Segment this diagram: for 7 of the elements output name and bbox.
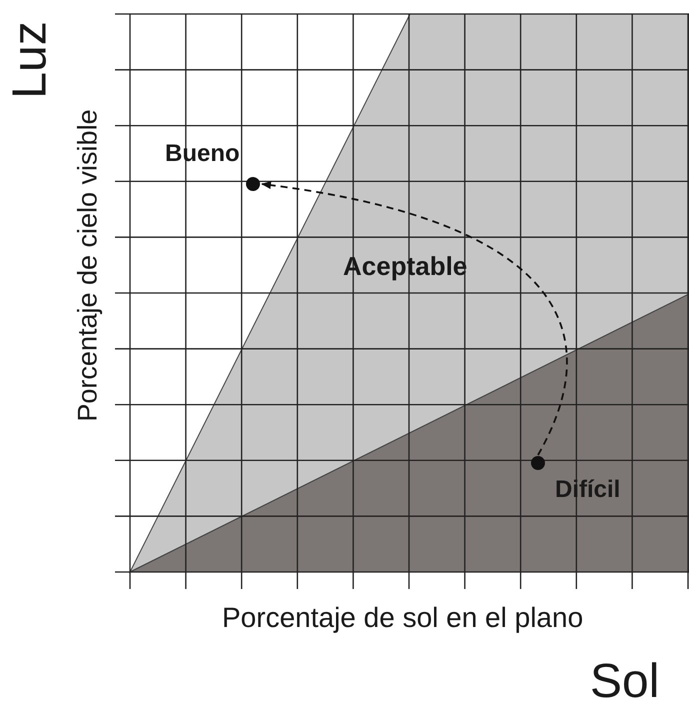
dashed-arrow [261,181,568,456]
axis-title: Sol [590,658,660,701]
point-marker [531,456,545,470]
axis-title: Luz [6,21,54,99]
axis-label: Porcentaje de cielo visible [74,108,102,422]
point-marker [246,177,260,191]
axis-label: Porcentaje de sol en el plano [222,604,584,632]
